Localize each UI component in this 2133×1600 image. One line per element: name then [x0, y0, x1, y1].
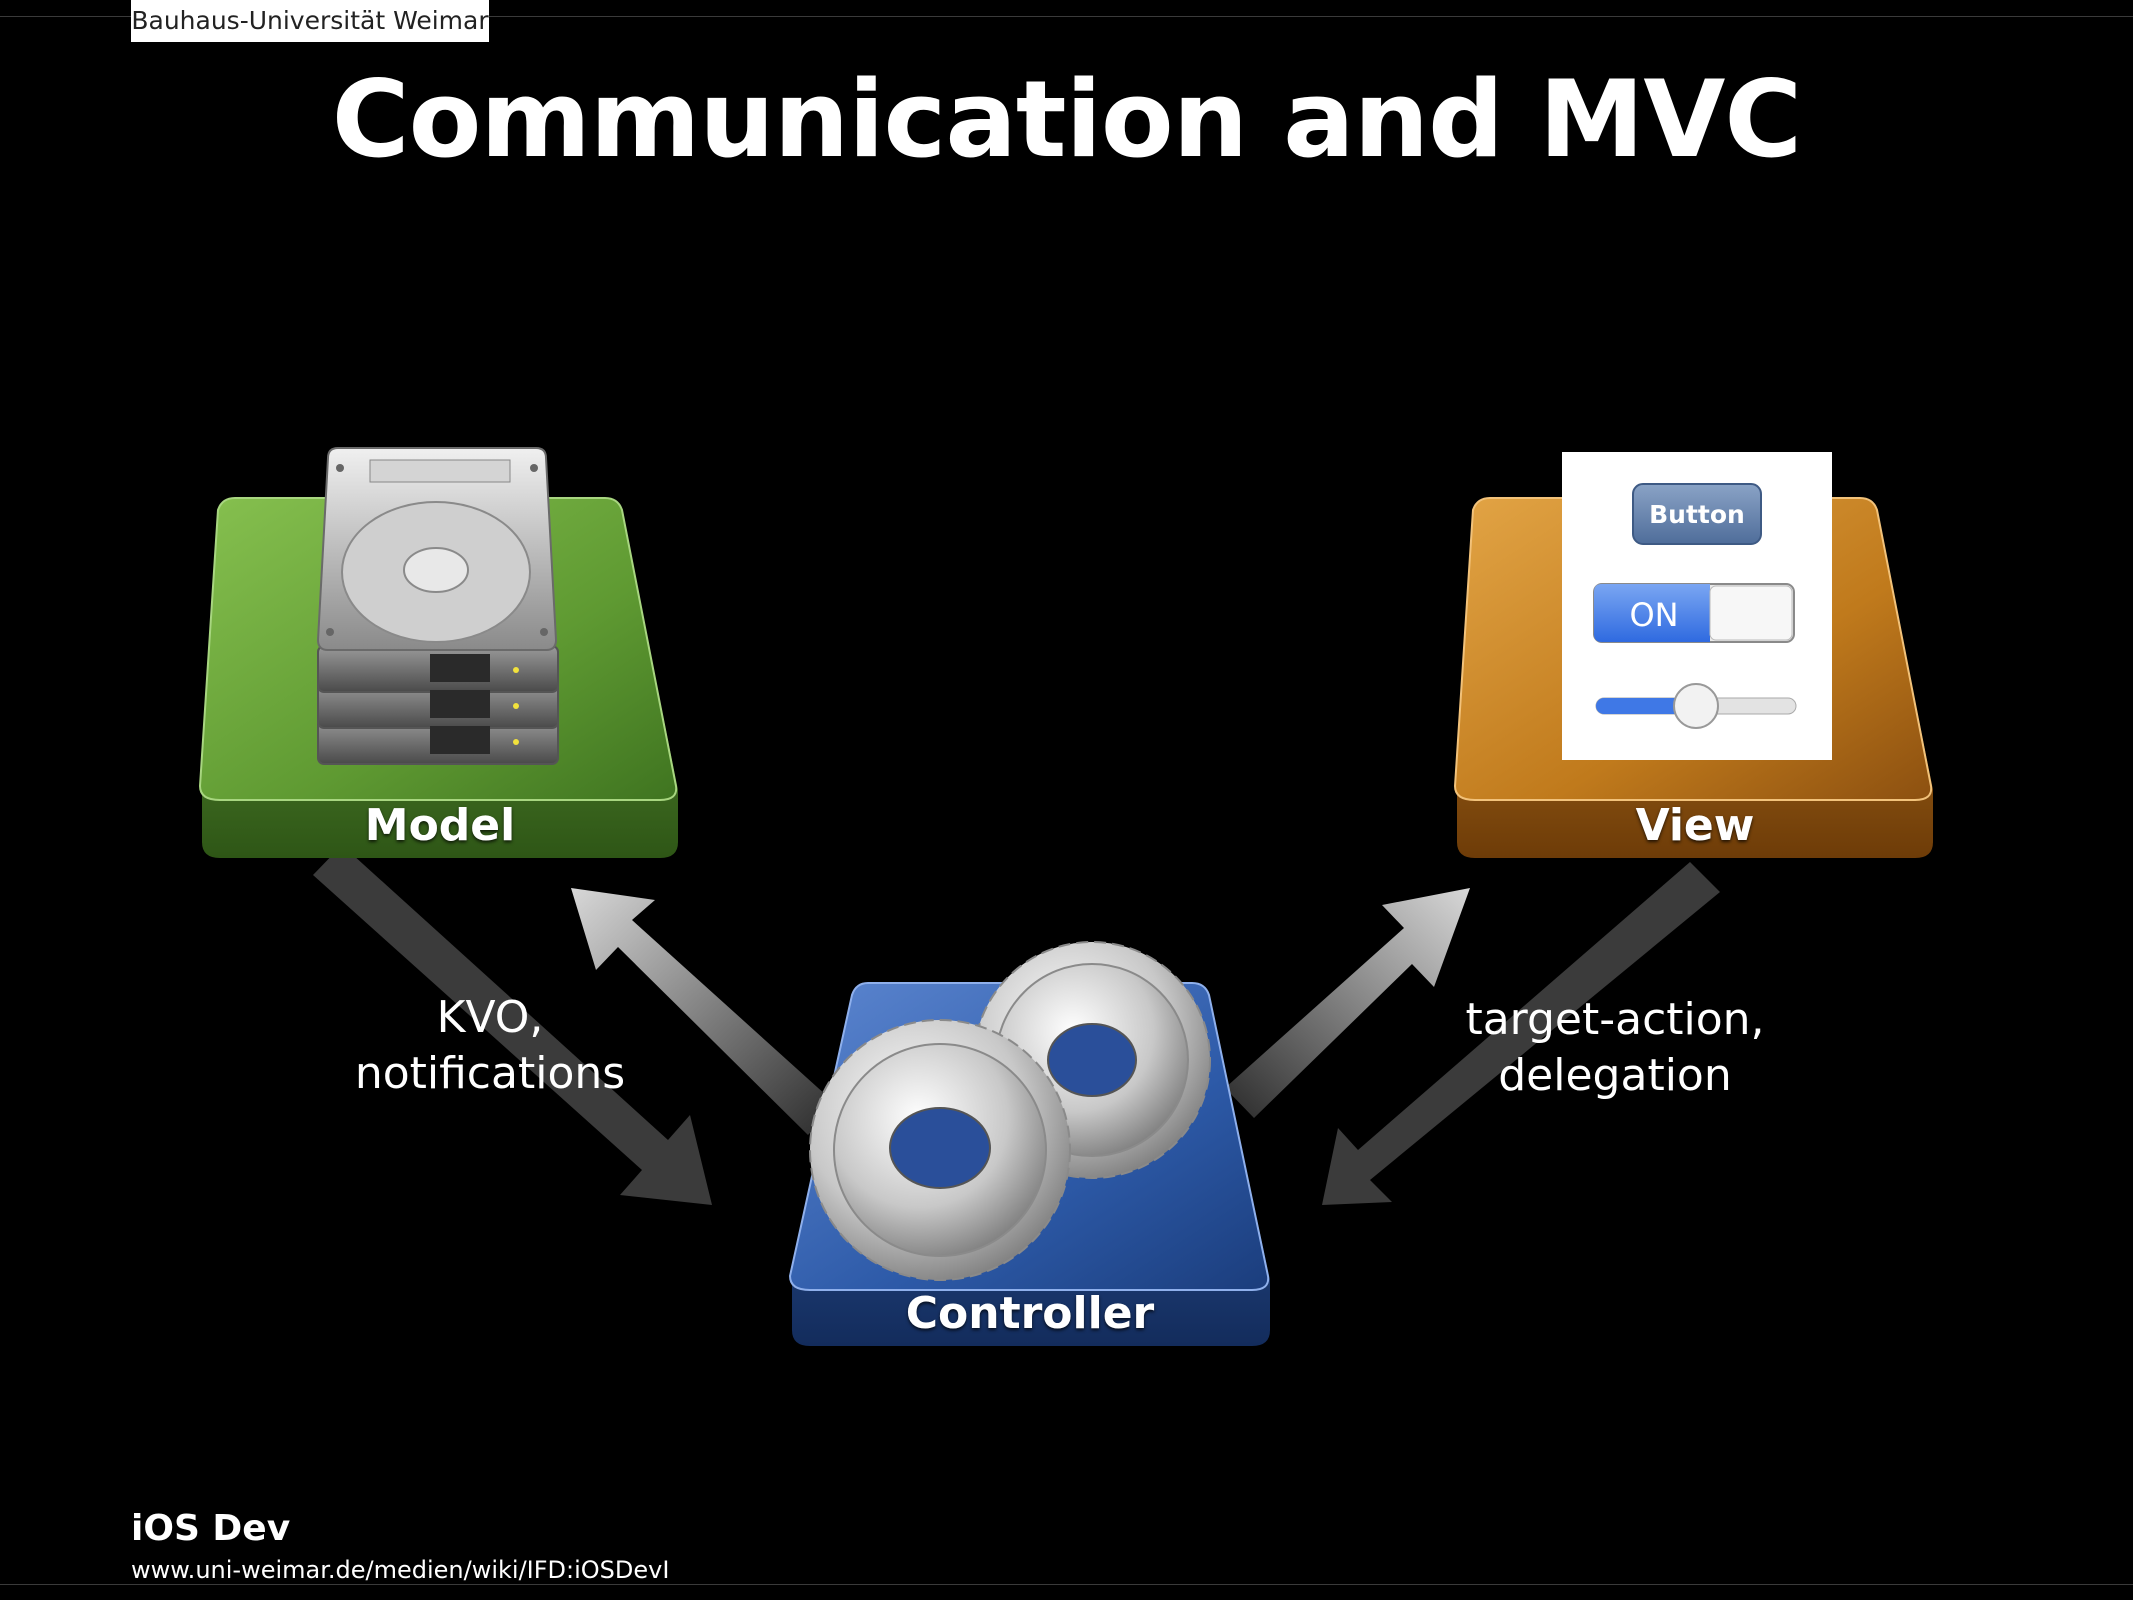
model-label: Model — [364, 800, 516, 851]
annotation-line: KVO, — [436, 992, 544, 1043]
arrow-view-to-controller — [1322, 862, 1720, 1205]
arrow-controller-to-model — [571, 888, 837, 1135]
arrow-controller-to-view — [1225, 888, 1470, 1118]
ui-controls-icon — [1562, 452, 1832, 760]
ui-switch-label: ON — [1629, 596, 1678, 634]
institution-badge: Bauhaus-Universität Weimar — [131, 0, 489, 42]
controller-label: Controller — [905, 1288, 1155, 1339]
top-rule — [0, 16, 2133, 17]
view-label: View — [1635, 800, 1755, 851]
footer-url[interactable]: www.uni-weimar.de/medien/wiki/IFD:iOSDev… — [131, 1556, 670, 1584]
footer-course: iOS Dev — [131, 1508, 291, 1549]
slide-title: Communication and MVC — [331, 58, 1802, 181]
annotation-line: target-action, — [1465, 994, 1765, 1045]
bottom-rule — [0, 1584, 2133, 1585]
hard-drive-stack-icon — [316, 447, 559, 765]
annotation-line: notifications — [354, 1048, 626, 1099]
ui-button-label: Button — [1649, 500, 1745, 529]
target-action-annotation: target-action, delegation — [1400, 992, 1830, 1104]
arrow-model-to-controller — [313, 845, 712, 1205]
kvo-notifications-annotation: KVO, notifications — [300, 990, 680, 1102]
annotation-line: delegation — [1498, 1050, 1732, 1101]
gears-icon — [809, 941, 1211, 1281]
